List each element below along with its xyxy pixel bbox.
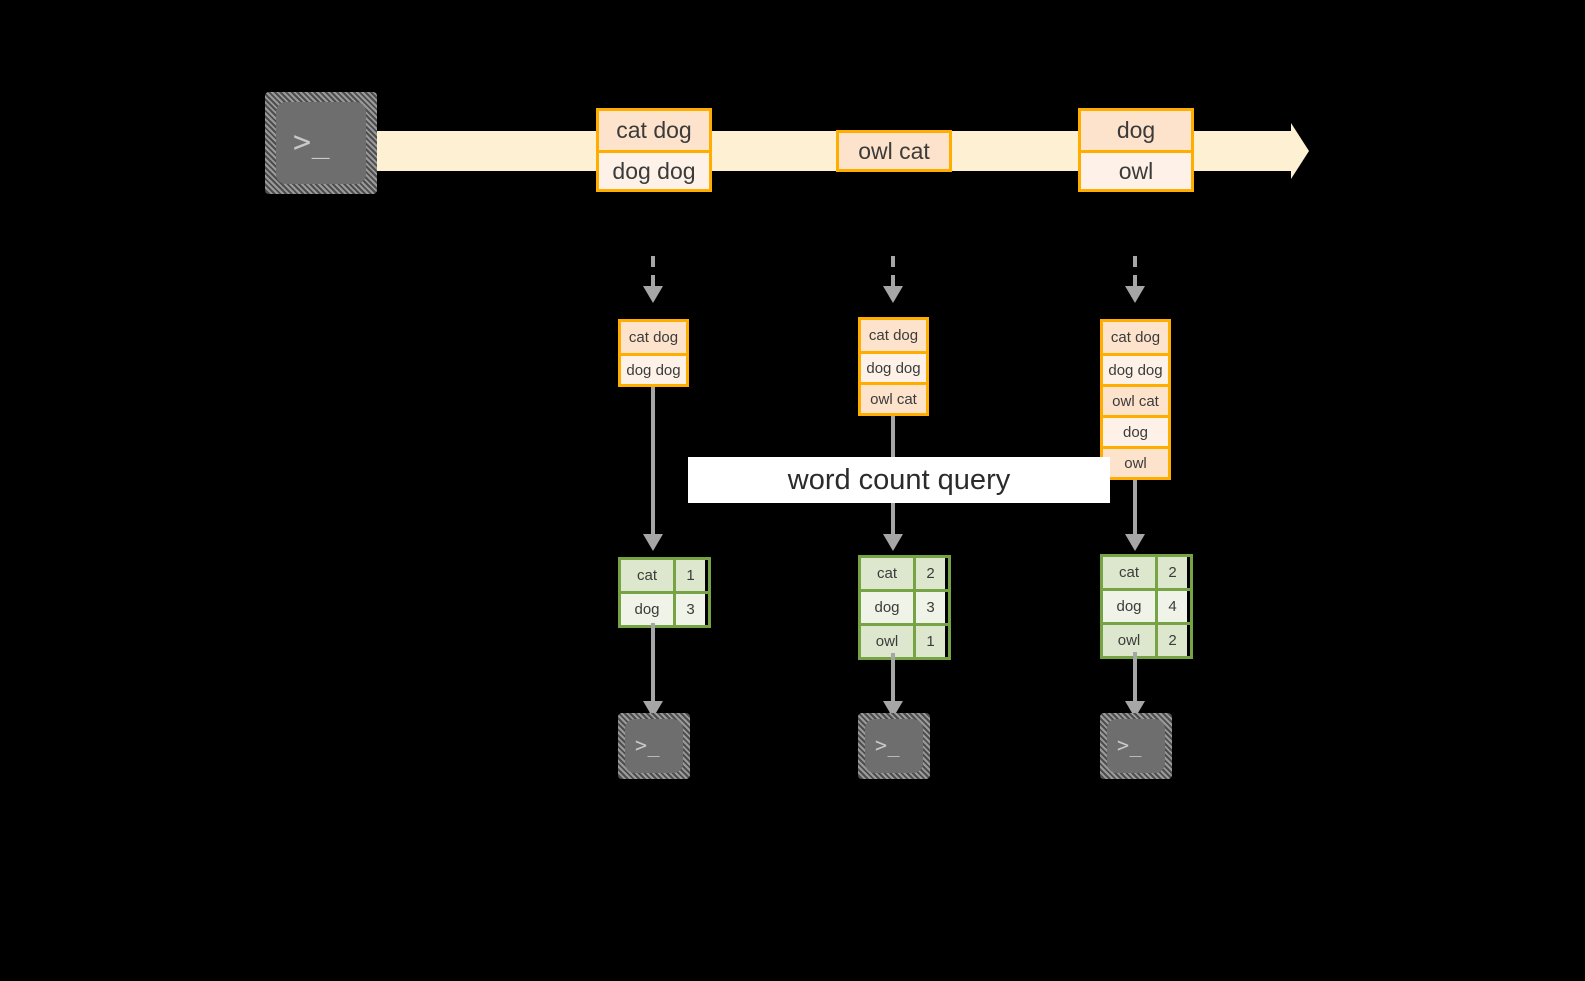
result-count: 3 [913, 592, 945, 623]
result-count: 1 [673, 560, 705, 591]
result-word: owl [861, 626, 913, 657]
result-count: 2 [1155, 557, 1187, 588]
stream-tap-arrowhead-1 [643, 286, 663, 303]
result-row: cat 2 [1103, 557, 1190, 588]
query-connector-line-1 [651, 382, 655, 534]
terminal-prompt-glyph: >_ [875, 733, 900, 757]
terminal-face [625, 719, 683, 773]
terminal-prompt-glyph: >_ [1117, 733, 1142, 757]
accumulated-record: owl [1103, 446, 1168, 477]
accumulated-record: dog [1103, 415, 1168, 446]
result-count: 4 [1155, 591, 1187, 622]
accumulated-record: cat dog [1103, 322, 1168, 353]
result-count: 2 [1155, 625, 1187, 656]
sink-connector-line-2 [891, 653, 895, 701]
sink-connector-line-3 [1133, 652, 1137, 701]
stream-record: dog dog [599, 150, 709, 189]
accumulated-record: dog dog [1103, 353, 1168, 384]
result-word: cat [621, 560, 673, 591]
result-row: dog 3 [621, 591, 708, 625]
stream-tap-dash-3 [1133, 256, 1137, 286]
accumulated-records-table-2: cat dog dog dog owl cat [858, 317, 929, 416]
accumulated-record: cat dog [621, 322, 686, 353]
terminal-face [276, 102, 366, 184]
result-row: dog 3 [861, 589, 948, 623]
stream-tap-arrowhead-3 [1125, 286, 1145, 303]
result-word: dog [1103, 591, 1155, 622]
query-connector-arrowhead-1 [643, 534, 663, 551]
query-connector-line-3 [1133, 474, 1137, 534]
result-table-1: cat 1 dog 3 [618, 557, 711, 628]
accumulated-record: owl cat [861, 382, 926, 413]
stream-group-2: owl cat [836, 130, 952, 172]
result-row: owl 1 [861, 623, 948, 657]
terminal-prompt-glyph: >_ [293, 125, 331, 160]
accumulated-record: cat dog [861, 320, 926, 351]
result-table-3: cat 2 dog 4 owl 2 [1100, 554, 1193, 659]
query-label-text: word count query [787, 463, 1011, 496]
stream-arrow-head [1291, 123, 1309, 179]
stream-record: owl [1081, 150, 1191, 189]
stream-record: owl cat [839, 133, 949, 169]
result-count: 1 [913, 626, 945, 657]
query-connector-arrowhead-3 [1125, 534, 1145, 551]
stream-group-1: cat dog dog dog [596, 108, 712, 192]
result-row: cat 2 [861, 558, 948, 589]
result-table-2: cat 2 dog 3 owl 1 [858, 555, 951, 660]
accumulated-record: owl cat [1103, 384, 1168, 415]
accumulated-records-table-1: cat dog dog dog [618, 319, 689, 387]
terminal-face [1107, 719, 1165, 773]
result-count: 3 [673, 594, 705, 625]
stream-group-3: dog owl [1078, 108, 1194, 192]
result-row: owl 2 [1103, 622, 1190, 656]
accumulated-record: dog dog [861, 351, 926, 382]
source-terminal-icon: >_ [265, 92, 377, 194]
sink-terminal-icon-2: >_ [858, 713, 930, 779]
result-count: 2 [913, 558, 945, 589]
stream-record: cat dog [599, 111, 709, 150]
sink-connector-line-1 [651, 623, 655, 701]
accumulated-records-table-3: cat dog dog dog owl cat dog owl [1100, 319, 1171, 480]
stream-tap-arrowhead-2 [883, 286, 903, 303]
query-connector-arrowhead-2 [883, 534, 903, 551]
query-label: word count query [688, 457, 1110, 503]
stream-tap-dash-1 [651, 256, 655, 286]
result-word: dog [621, 594, 673, 625]
stream-tap-dash-2 [891, 256, 895, 286]
terminal-face [865, 719, 923, 773]
sink-terminal-icon-1: >_ [618, 713, 690, 779]
result-word: cat [861, 558, 913, 589]
terminal-prompt-glyph: >_ [635, 733, 660, 757]
accumulated-record: dog dog [621, 353, 686, 384]
result-word: owl [1103, 625, 1155, 656]
result-row: cat 1 [621, 560, 708, 591]
sink-terminal-icon-3: >_ [1100, 713, 1172, 779]
result-row: dog 4 [1103, 588, 1190, 622]
result-word: dog [861, 592, 913, 623]
stream-record: dog [1081, 111, 1191, 150]
result-word: cat [1103, 557, 1155, 588]
